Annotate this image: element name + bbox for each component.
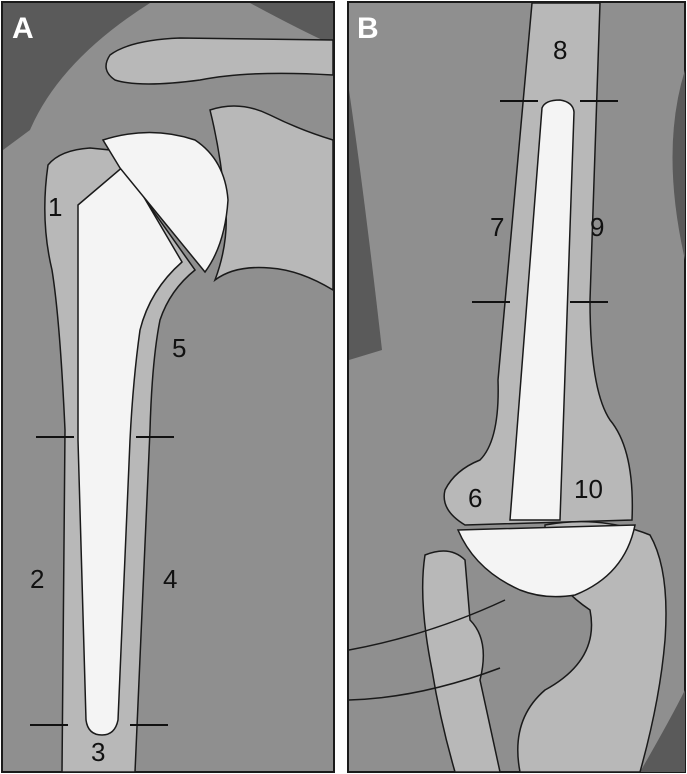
panel-b: B 6 7 8 9 10 bbox=[347, 1, 686, 773]
humeral-head-implant bbox=[101, 131, 229, 274]
zone-label-9: 9 bbox=[590, 212, 604, 242]
humeral-stem-implant bbox=[77, 163, 183, 736]
zone-label-8: 8 bbox=[553, 35, 567, 65]
zone-label-2: 2 bbox=[30, 564, 44, 594]
panel-letter-a: A bbox=[12, 12, 34, 45]
zone-label-5: 5 bbox=[172, 333, 186, 363]
panel-a: A 1 2 3 4 5 bbox=[1, 1, 335, 773]
zone-label-7: 7 bbox=[490, 212, 504, 242]
zone-label-6: 6 bbox=[468, 483, 482, 513]
panel-letter-b: B bbox=[357, 12, 379, 45]
zone-label-4: 4 bbox=[163, 564, 177, 594]
acromion bbox=[105, 37, 334, 85]
stem-implant bbox=[509, 99, 575, 521]
zone-label-10: 10 bbox=[574, 474, 603, 504]
background-dark-region bbox=[3, 3, 150, 150]
radius bbox=[517, 520, 667, 773]
ulna bbox=[421, 550, 501, 773]
background-dark-region bbox=[349, 90, 382, 360]
condylar-implant bbox=[456, 524, 636, 598]
zone-label-3: 3 bbox=[91, 737, 105, 767]
zone-label-1: 1 bbox=[48, 192, 62, 222]
